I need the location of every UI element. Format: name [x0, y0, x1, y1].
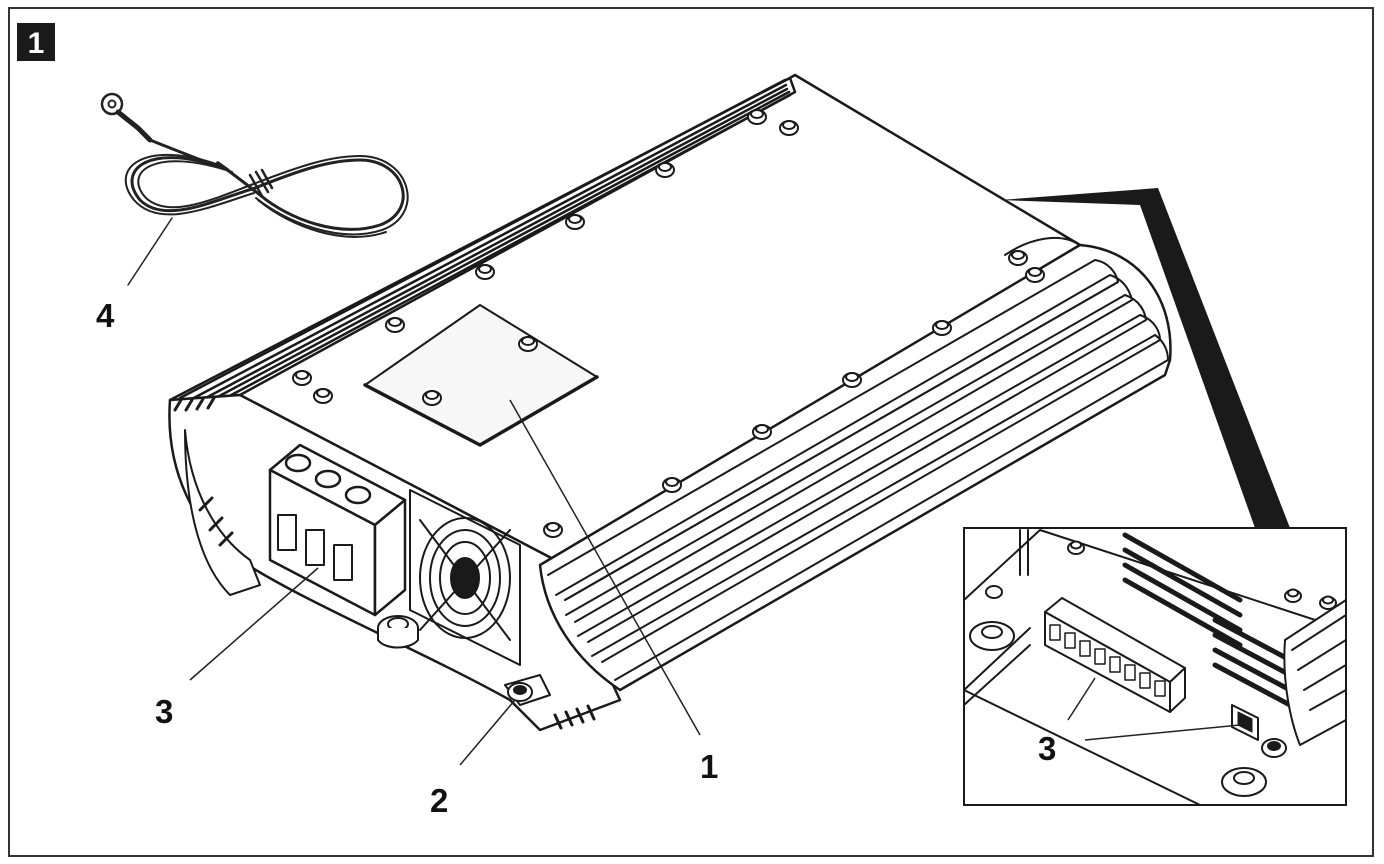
earth-cable-illustration — [100, 92, 409, 286]
figure-frame — [8, 7, 1374, 857]
callout-3-label: 3 — [155, 693, 173, 730]
power-terminal-block — [268, 443, 407, 617]
callout-3-detail-label: 3 — [1038, 730, 1056, 767]
mounting-feet — [377, 615, 551, 706]
ring-terminal-icon — [100, 92, 124, 116]
figure-number: 1 — [28, 27, 45, 60]
detail-pointer — [1000, 188, 1290, 528]
callout-1-label: 1 — [700, 748, 718, 785]
detail-inset: 3 — [963, 527, 1347, 806]
signal-connector — [1044, 597, 1186, 713]
cooling-fan — [409, 489, 521, 666]
callout-4-label: 4 — [96, 297, 115, 334]
cover-screws — [292, 109, 1045, 538]
figure-number-badge: 1 — [17, 23, 55, 61]
callout-leaders — [189, 399, 701, 766]
device-illustration — [168, 73, 1172, 732]
callout-2-label: 2 — [430, 782, 448, 819]
